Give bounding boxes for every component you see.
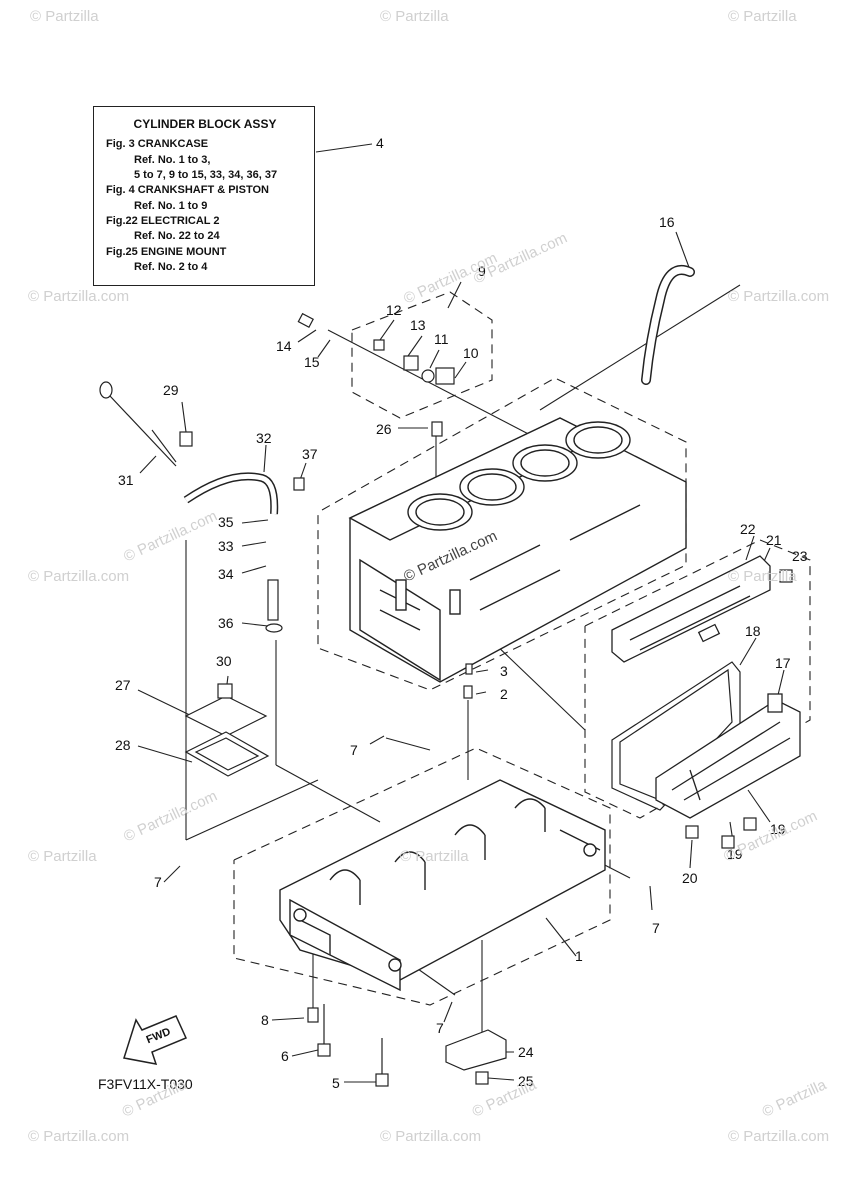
note-line: Ref. No. 2 to 4 [134, 261, 208, 273]
watermark: © Partzilla [728, 8, 797, 25]
callout-37[interactable]: 37 [302, 446, 318, 462]
callout-7[interactable]: 7 [436, 1020, 444, 1036]
callout-10[interactable]: 10 [463, 345, 479, 361]
watermark: © Partzilla.com [728, 288, 830, 305]
diagram-code: F3FV11X-T030 [98, 1076, 193, 1092]
callout-36[interactable]: 36 [218, 615, 234, 631]
callout-16[interactable]: 16 [659, 214, 675, 230]
watermark: © Partzilla [28, 848, 97, 865]
watermark: © Partzilla [380, 8, 449, 25]
watermark: © Partzilla.com [28, 288, 130, 305]
callout-18[interactable]: 18 [745, 623, 761, 639]
callout-17[interactable]: 17 [775, 655, 791, 671]
callout-4[interactable]: 4 [376, 135, 384, 151]
note-line: Ref. No. 22 to 24 [134, 230, 220, 242]
watermark: © Partzilla [728, 568, 797, 585]
watermark: © Partzilla.com [28, 1128, 130, 1145]
watermark: © Partzilla [400, 848, 469, 865]
callout-6[interactable]: 6 [281, 1048, 289, 1064]
watermark: © Partzilla [30, 8, 99, 25]
callout-12[interactable]: 12 [386, 302, 402, 318]
callout-24[interactable]: 24 [518, 1044, 534, 1060]
bracket [445, 1029, 507, 1071]
callout-30[interactable]: 30 [216, 653, 232, 669]
note-line: Ref. No. 1 to 3, [134, 154, 211, 166]
oil-tube [267, 579, 279, 621]
callout-15[interactable]: 15 [304, 354, 320, 370]
callout-33[interactable]: 33 [218, 538, 234, 554]
note-line: 5 to 7, 9 to 15, 33, 34, 36, 37 [134, 169, 278, 181]
callout-27[interactable]: 27 [115, 677, 131, 693]
callout-19[interactable]: 19 [727, 846, 743, 862]
callout-3[interactable]: 3 [500, 663, 508, 679]
callout-7[interactable]: 7 [154, 874, 162, 890]
callout-23[interactable]: 23 [792, 548, 808, 564]
callout-5[interactable]: 5 [332, 1075, 340, 1091]
callout-31[interactable]: 31 [118, 472, 134, 488]
callout-32[interactable]: 32 [256, 430, 272, 446]
dashed-group-outlines [233, 291, 811, 1006]
callout-20[interactable]: 20 [682, 870, 698, 886]
callout-25[interactable]: 25 [518, 1073, 534, 1089]
note-line: Fig.25 ENGINE MOUNT [106, 246, 227, 258]
note-title: CYLINDER BLOCK ASSY [133, 117, 277, 131]
callout-22[interactable]: 22 [740, 521, 756, 537]
callout-29[interactable]: 29 [163, 382, 179, 398]
callout-8[interactable]: 8 [261, 1012, 269, 1028]
callout-2[interactable]: 2 [500, 686, 508, 702]
callout-35[interactable]: 35 [218, 514, 234, 530]
callout-21[interactable]: 21 [766, 532, 782, 548]
callout-11[interactable]: 11 [434, 331, 449, 347]
callout-28[interactable]: 28 [115, 737, 131, 753]
plates [184, 695, 270, 777]
watermark: © Partzilla.com [28, 568, 130, 585]
callout-19[interactable]: 19 [770, 821, 786, 837]
crankcase [279, 779, 606, 992]
callout-7[interactable]: 7 [350, 742, 358, 758]
callout-13[interactable]: 13 [410, 317, 426, 333]
dipstick [99, 381, 177, 467]
fwd-arrow [123, 1015, 188, 1065]
oil-pipe [183, 472, 279, 515]
cylinder-block [348, 417, 687, 683]
callout-26[interactable]: 26 [376, 421, 392, 437]
callout-34[interactable]: 34 [218, 566, 234, 582]
note-line: Fig. 4 CRANKSHAFT & PISTON [106, 184, 269, 196]
callout-14[interactable]: 14 [276, 338, 292, 354]
watermark: © Partzilla.com [728, 1128, 830, 1145]
watermark: © Partzilla.com [380, 1128, 482, 1145]
bolts [179, 312, 793, 1087]
exhaust-cover [655, 693, 801, 819]
note-line: Fig. 3 CRANKCASE [106, 138, 209, 150]
callout-9[interactable]: 9 [478, 263, 486, 279]
cylinder-block-note-box: CYLINDER BLOCK ASSY Fig. 3 CRANKCASE Ref… [93, 106, 315, 286]
callout-1[interactable]: 1 [575, 948, 583, 964]
note-line: Fig.22 ELECTRICAL 2 [106, 215, 220, 227]
note-line: Ref. No. 1 to 9 [134, 200, 208, 212]
callout-7[interactable]: 7 [652, 920, 660, 936]
water-jacket-cover [611, 555, 771, 663]
